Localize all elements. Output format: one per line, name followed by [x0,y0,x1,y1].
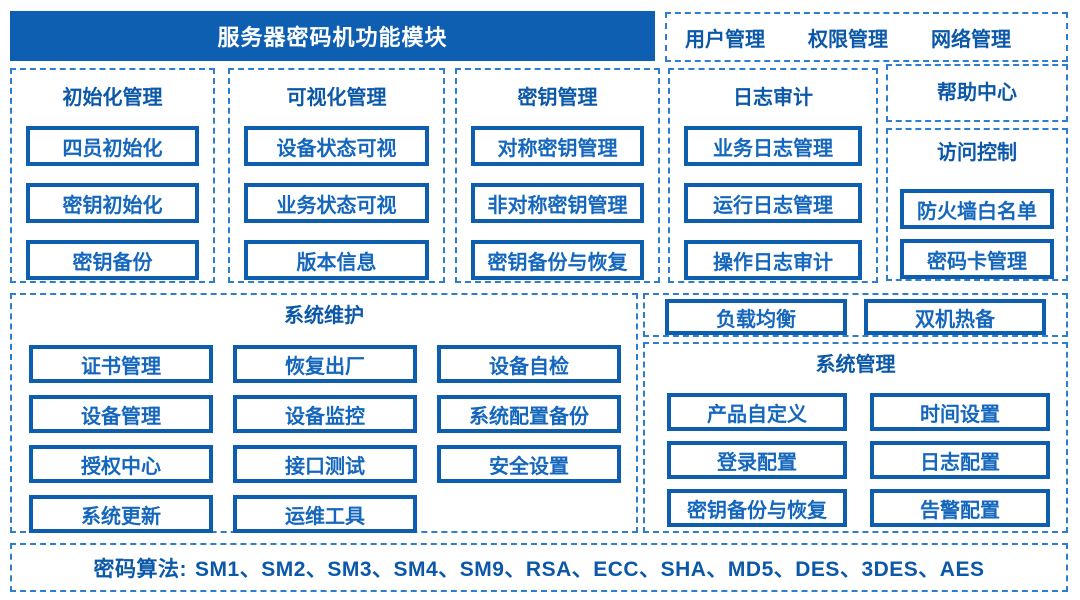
algorithms-bar: 密码算法: SM1、SM2、SM3、SM4、SM9、RSA、ECC、SHA、MD… [10,543,1068,592]
feature-box: 密码卡管理 [900,239,1054,279]
feature-box: 运维工具 [233,495,417,533]
feature-box: 密钥备份与恢复 [471,240,644,280]
group-title: 系统维护 [284,305,364,327]
feature-box: 证书管理 [29,345,213,383]
group-title: 日志审计 [733,87,813,109]
group-items: 四员初始化 密钥初始化 密钥备份 [12,126,213,280]
feature-box: 四员初始化 [26,126,199,166]
feature-box: 对称密钥管理 [471,126,644,166]
group-items: 防火墙白名单 密码卡管理 [888,189,1066,279]
group-items: 对称密钥管理 非对称密钥管理 密钥备份与恢复 [457,126,658,280]
group-items: 业务日志管理 运行日志管理 操作日志审计 [670,126,876,280]
feature-box: 系统配置备份 [437,395,621,433]
feature-box: 告警配置 [870,489,1050,527]
feature-box: 运行日志管理 [684,183,862,223]
feature-box: 负载均衡 [665,299,847,335]
top-management-box: 用户管理 权限管理 网络管理 [665,12,1068,62]
group-items: 证书管理 恢复出厂 设备自检 设备管理 设备监控 系统配置备份 授权中心 接口测… [12,345,636,533]
feature-box: 系统更新 [29,495,213,533]
algorithms-list: SM1、SM2、SM3、SM4、SM9、RSA、ECC、SHA、MD5、DES、… [195,557,985,581]
group-high-availability: 负载均衡 双机热备 [643,293,1068,337]
group-title: 系统管理 [815,354,896,376]
feature-box: 版本信息 [244,240,429,280]
group-items: 设备状态可视 业务状态可视 版本信息 [230,126,443,280]
feature-box: 接口测试 [233,445,417,483]
group-title: 帮助中心 [937,82,1017,104]
feature-box: 产品自定义 [667,393,847,431]
group-initialization: 初始化管理 四员初始化 密钥初始化 密钥备份 [10,68,215,283]
group-help-center: 帮助中心 [886,64,1068,122]
feature-box: 登录配置 [667,441,847,479]
feature-box: 防火墙白名单 [900,189,1054,229]
group-title: 密钥管理 [517,87,598,109]
network-management-label: 网络管理 [931,28,1011,51]
group-items: 产品自定义 时间设置 登录配置 日志配置 密钥备份与恢复 告警配置 [645,393,1066,527]
feature-box: 操作日志审计 [684,240,862,280]
group-visualization: 可视化管理 设备状态可视 业务状态可视 版本信息 [228,68,445,283]
feature-box: 设备自检 [437,345,621,383]
group-key-management: 密钥管理 对称密钥管理 非对称密钥管理 密钥备份与恢复 [455,68,660,283]
feature-box: 双机热备 [864,299,1046,335]
group-access-control: 访问控制 防火墙白名单 密码卡管理 [886,128,1068,281]
feature-box: 恢复出厂 [233,345,417,383]
permission-management-label: 权限管理 [808,28,888,51]
feature-box: 设备监控 [233,395,417,433]
feature-box: 密钥备份 [26,240,199,280]
feature-box: 授权中心 [29,445,213,483]
feature-box: 设备状态可视 [244,126,429,166]
header-bar: 服务器密码机功能模块 [10,11,655,61]
feature-box: 业务日志管理 [684,126,862,166]
user-management-label: 用户管理 [685,28,765,51]
feature-box: 非对称密钥管理 [471,183,644,223]
group-system-management: 系统管理 产品自定义 时间设置 登录配置 日志配置 密钥备份与恢复 告警配置 [643,342,1068,533]
feature-box: 日志配置 [870,441,1050,479]
feature-box: 设备管理 [29,395,213,433]
feature-box: 密钥初始化 [26,183,199,223]
group-log-audit: 日志审计 业务日志管理 运行日志管理 操作日志审计 [668,68,878,283]
feature-box: 安全设置 [437,445,621,483]
group-title: 访问控制 [937,142,1017,164]
feature-box: 时间设置 [870,393,1050,431]
feature-box: 业务状态可视 [244,183,429,223]
group-title: 可视化管理 [286,87,387,109]
algorithms-label: 密码算法: [93,557,188,581]
page-title: 服务器密码机功能模块 [217,25,448,50]
group-system-maintenance: 系统维护 证书管理 恢复出厂 设备自检 设备管理 设备监控 系统配置备份 授权中… [10,293,638,533]
group-title: 初始化管理 [62,87,163,109]
feature-box: 密钥备份与恢复 [667,489,847,527]
